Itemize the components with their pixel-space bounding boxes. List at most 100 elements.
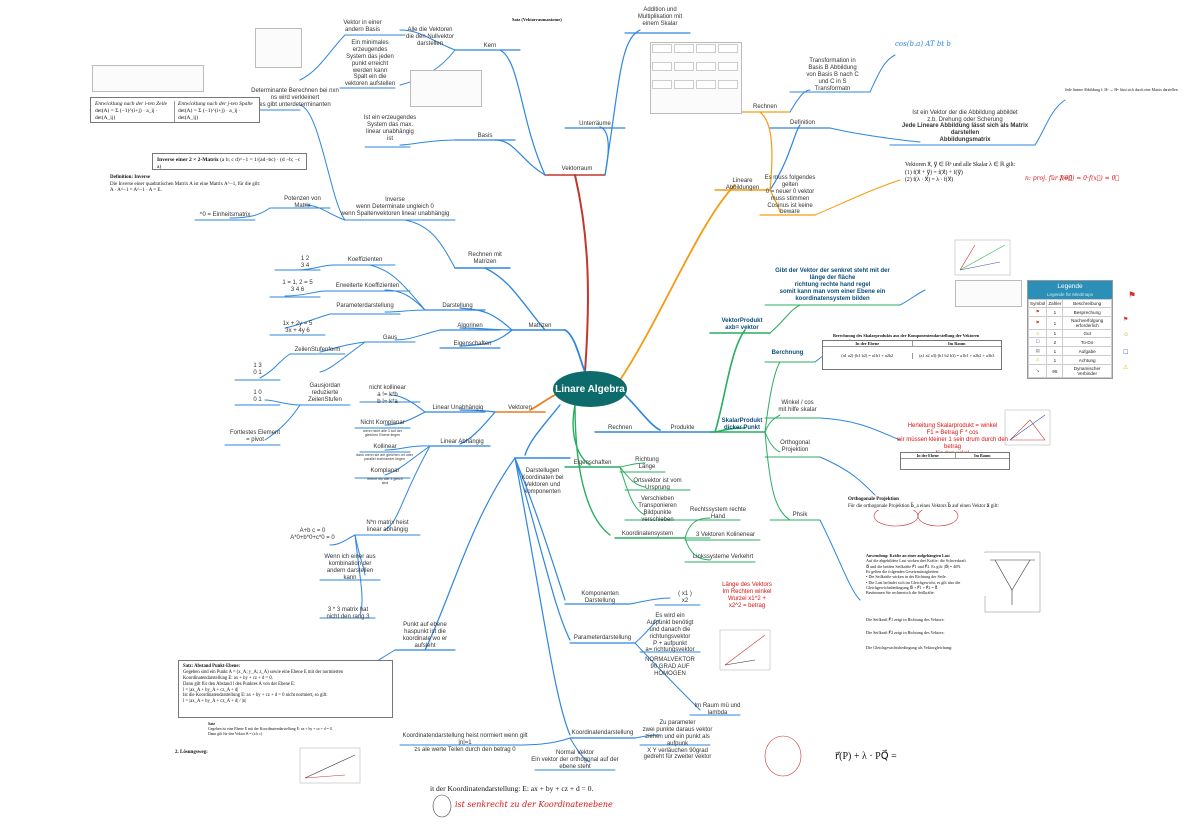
checkbox-icon: ☐ (1027, 337, 1048, 347)
center-topic[interactable]: Linare Algebra (553, 371, 627, 407)
node-fortlestes[interactable]: Fortlestes Element = pivot (229, 430, 281, 443)
note-skalar-raum: Im Raum (947, 341, 966, 346)
node-eigenschaften[interactable]: Eigenschaften (453, 341, 492, 347)
node-potenzen[interactable]: Potenzen von Matrix (284, 196, 321, 209)
node-matrizen[interactable]: Matrizen (528, 323, 552, 329)
node-parameterdarstellung[interactable]: Parameterdarstellung (336, 303, 394, 309)
node-gausjordan[interactable]: Gausjordan reduzierte ZeilenStufen (308, 383, 342, 403)
note-rp-formula: r⃗(P) + λ · PQ⃗ = (835, 750, 897, 763)
flag-icon: ⚑ (1027, 307, 1048, 317)
node-determinante[interactable]: Determinante Berechnen bei nxn ns wird v… (251, 88, 339, 108)
node-erzeugendes[interactable]: Ist ein erzeugendes System das max. line… (363, 115, 417, 142)
note-winkel-ebene: In der Ebene (901, 453, 956, 458)
checkbox-icon: ☐ (1123, 350, 1129, 356)
note-abstand-text: Gegeben sind ein Punkt A = (x_A; y_A; z_… (183, 669, 344, 705)
note-seilkraft2: Die Seilkraft F⃗2 zeigt in Richtung des … (866, 630, 945, 636)
node-addition[interactable]: Addition und Multiplikation mit einem Sk… (637, 7, 683, 27)
thumbs-up-icon: ☺ (1027, 329, 1048, 338)
note-loesungsweg: 2. Lösungsweg: (175, 750, 208, 757)
node-unterraeume[interactable]: Unterräume (579, 121, 611, 127)
node-eigenschaften2[interactable]: Eigenschaften (573, 460, 612, 466)
node-algorinen[interactable]: Algorinen (457, 323, 483, 329)
node-komplanar[interactable]: Komplanar (370, 468, 400, 474)
node-definition[interactable]: Definition (789, 120, 815, 126)
node-minimales[interactable]: Ein minimales erzeugendes System das jed… (344, 40, 396, 88)
node-verschieben[interactable]: Verschieben Transponieren Bildpunkte ver… (638, 496, 677, 523)
legend-count: 1 (1046, 316, 1064, 330)
note-linear-map-head: Vektoren x⃗, y⃗ ∈ ℝⁿ und alle Skalar λ ∈… (905, 162, 1016, 168)
legend-desc: Nachverfolgung erforderlich (1062, 316, 1112, 330)
node-koeffizienten[interactable]: Koeffizienten (347, 257, 383, 263)
node-ortsvektor[interactable]: Ortsvektor ist vom Ursprung (633, 478, 682, 491)
node-alle-vektoren[interactable]: Alle die Vektoren die den Nullvektor dar… (405, 27, 455, 47)
node-produkte[interactable]: Produkte (670, 425, 695, 431)
node-vektorraum[interactable]: Vektorraum (561, 166, 593, 172)
note-ortho-title: Orthogonale Projektion (848, 497, 899, 502)
matrix-3: 1x + 2y = 5 3x + 4y 6 (282, 321, 313, 334)
node-vektoren[interactable]: Vektoren (508, 405, 532, 411)
node-inverse[interactable]: Inverse wenn Determinate ungleich 0 wenn… (340, 197, 450, 217)
node-rechnen-matrizen[interactable]: Rechnen mit Matrizen (468, 252, 502, 265)
legend-desc: Besprechung (1062, 307, 1112, 317)
node-normal-vektor[interactable]: Normal Vektor Ein vektor der orthogonal … (531, 750, 619, 770)
note-gleichgewicht: Die Gleichgewichtsbedingung als Vektorgl… (866, 645, 953, 651)
legend-header-beschreibung: Beschreibung (1062, 299, 1112, 308)
node-laenge-vektor: Länge des Vektors Im Rechten winkel Wurz… (722, 582, 772, 609)
note-linear-map: Vektoren x⃗, y⃗ ∈ ℝⁿ und alle Skalar λ ∈… (905, 162, 1025, 185)
node-drei-vektoren[interactable]: 3 Vektoren Kolinenear (695, 532, 756, 538)
clipping-kern-handwriting (410, 70, 482, 107)
legend-count: 1 (1046, 355, 1064, 365)
node-gaus[interactable]: Gaus (382, 335, 398, 341)
note-skalar-table: Berechnung des Skalarprodukts aus der Ko… (822, 333, 1002, 370)
node-punkt-ebene[interactable]: Punkt auf ebene haspunkt ist die koordin… (402, 622, 448, 649)
node-skalarprodukt[interactable]: SkalarProdukt dicker Punkt (721, 418, 763, 431)
note-satz-title: Satz (208, 722, 215, 726)
node-physik[interactable]: Phsik (792, 512, 808, 518)
node-lineare-abbildungen[interactable]: Lineare Abbildungen (725, 178, 760, 191)
node-darstellung[interactable]: Darstellung (442, 303, 473, 309)
hw-2: f(0⃗) = 0·f(x⃗) = 0⃗ (1060, 175, 1120, 182)
node-rechtssystem[interactable]: Rechtssystem rechte Hand (689, 507, 747, 520)
note-linear-map-1: (1) f(x⃗ + y⃗) = f(x⃗) + f(y⃗) (905, 169, 963, 176)
node-komponenten[interactable]: Komponenten Darstellung (581, 591, 619, 604)
legend-panel: Legende Legende für Mindmaps Symbol Zahl… (1027, 280, 1113, 379)
node-vektor-anderen-basis[interactable]: Vektor in einer andern Basis (343, 20, 382, 33)
node-linear-abhaengig[interactable]: Linear Abhängig (440, 439, 484, 445)
node-nicht-kollinear[interactable]: nicht kollinear a != k*b b != k*a (369, 385, 406, 405)
node-matrix-33[interactable]: 3 * 3 matrix hat nicht den rang 3 (326, 607, 370, 620)
node-basis[interactable]: Basis (477, 133, 493, 139)
node-kombination[interactable]: Wenn ich einer aus kombination der ander… (324, 554, 376, 581)
node-im-raum[interactable]: Im Raum mü und lambda (694, 703, 741, 716)
node-koordinatensystem[interactable]: Koordinatensystem (621, 531, 674, 537)
node-erw-koeffizienten[interactable]: Erweiterte Koeffizienten (335, 283, 400, 289)
node-koordinatendarstellung[interactable]: Koordinatendarstellung (571, 730, 634, 736)
node-kollinear[interactable]: Kollinear (373, 444, 397, 450)
node-parameterdarstellung2[interactable]: Parameterdarstellung (573, 635, 632, 641)
node-winkel[interactable]: Winkel / cos mit hilfe skalar (778, 400, 817, 413)
legend-desc: Aufgabe (1062, 346, 1112, 356)
node-darstellungen[interactable]: Darstellugen Koordinaten bei Vektoren un… (521, 468, 564, 495)
node-einheitsmatrix[interactable]: ^0 = Einheitsmatrix (199, 212, 251, 218)
node-vektorprodukt[interactable]: VektorProdukt axb= vektor (721, 318, 763, 331)
note-handwriting-bottom: ist senkrecht zu der Koordinatenebene (455, 800, 613, 809)
matrix-4: 1 3 0 1 (253, 363, 262, 376)
legend-desc: Achtung (1062, 355, 1112, 365)
note-vektorraum-axiome: Satz (Vektorraumaxiome) (512, 17, 562, 23)
node-zeilenstufenform[interactable]: ZeilenStufenform (294, 347, 341, 353)
note-skalar-table-title: Berechnung des Skalarprodukts aus der Ko… (833, 333, 980, 338)
note-det-b: det(A) = Σ (−1)^(i+j) · a_ij · det(A_ij) (178, 107, 241, 121)
legend-desc: Gut (1062, 329, 1112, 338)
node-linear-unabhaengig[interactable]: Linear Unabhängig (432, 405, 484, 411)
node-rechnen2[interactable]: Rechnen (752, 104, 778, 110)
node-orthogonal[interactable]: Orthogonal Projektion (780, 440, 810, 453)
node-linkssysteme[interactable]: Linkssysteme Verkehrt (692, 554, 754, 560)
node-richtung[interactable]: Richtung Länge (635, 457, 659, 470)
node-rechnen[interactable]: Rechnen (607, 425, 633, 431)
node-berechnung[interactable]: Berchnung (771, 350, 804, 356)
node-nxn-matrix[interactable]: N*n matrix heist linear abhängig (366, 520, 409, 533)
node-nicht-komplanar[interactable]: Nicht Komplanar (360, 420, 405, 426)
note-def-inverse-title: Definition: Inverse (110, 175, 151, 180)
note-inverse-title: Inverse einer 2 × 2-Matrix (157, 157, 219, 163)
node-kern[interactable]: Kern (483, 43, 497, 49)
legend-count: 1 (1046, 329, 1064, 338)
